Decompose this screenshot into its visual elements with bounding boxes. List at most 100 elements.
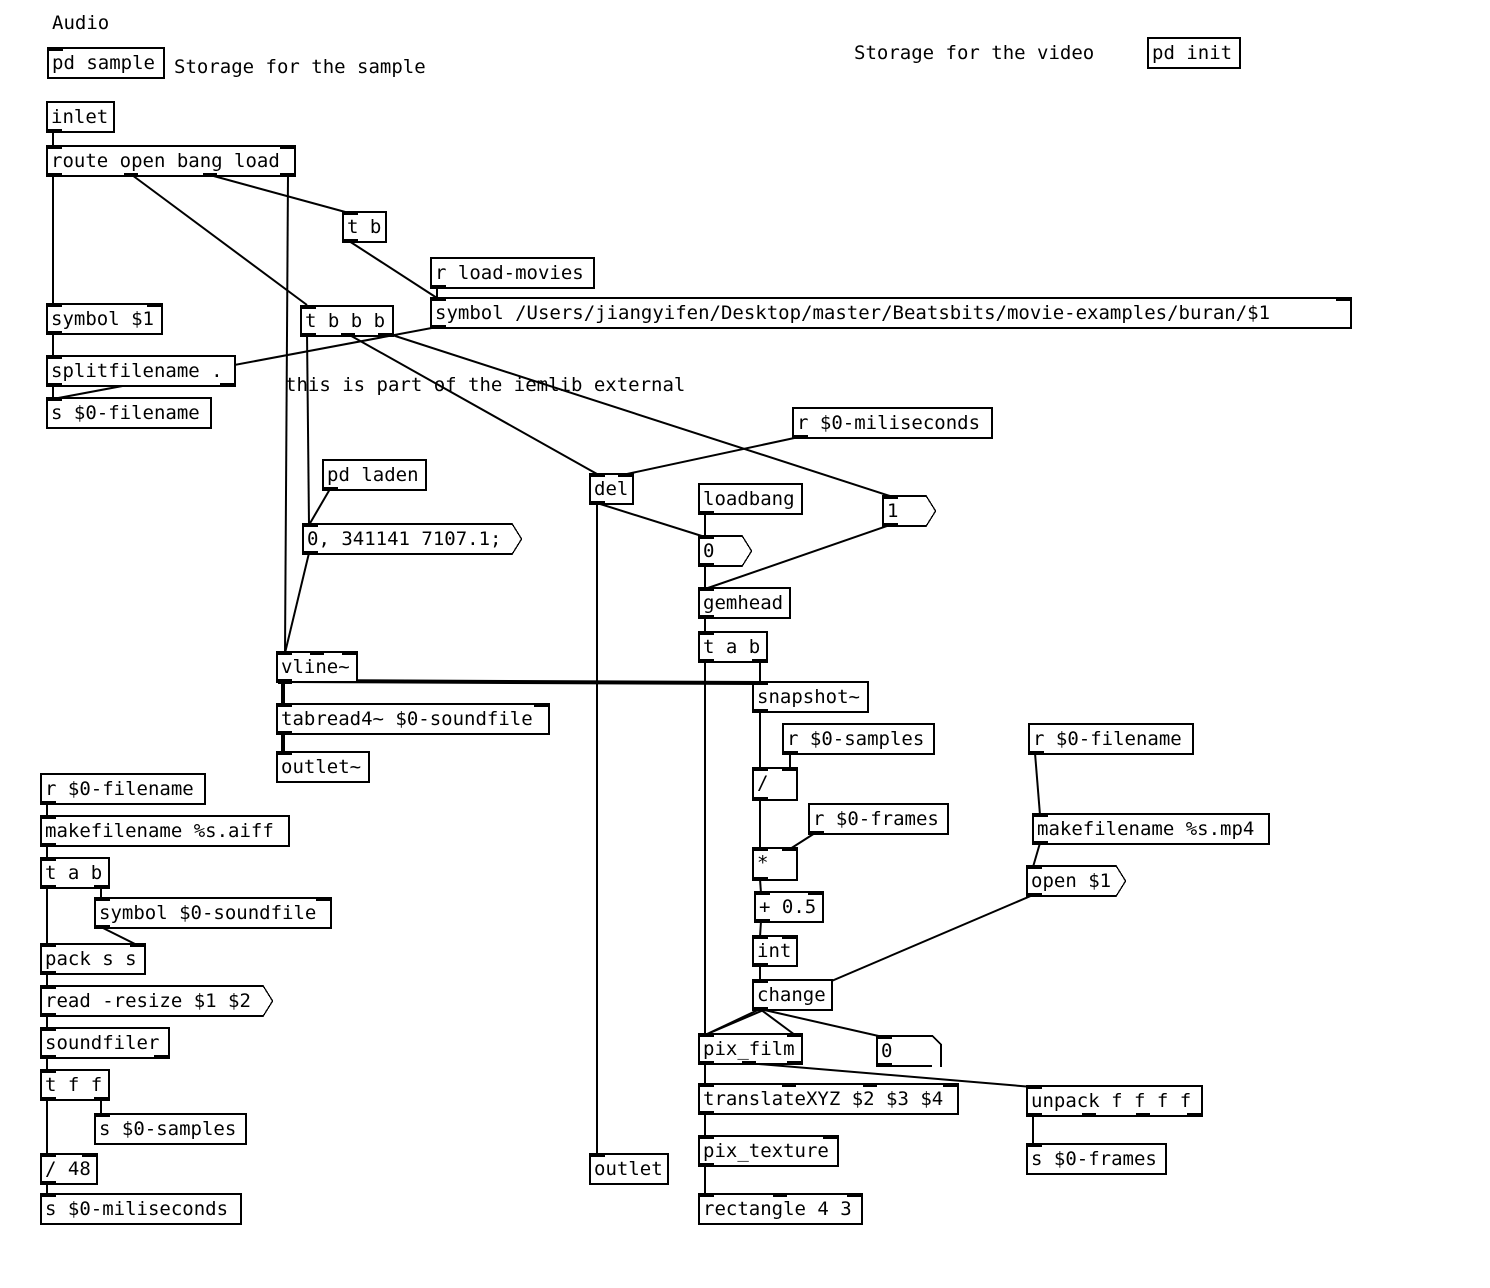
- inlet-port[interactable]: [700, 535, 714, 539]
- outlet-port[interactable]: [344, 239, 358, 243]
- outlet-port[interactable]: [700, 1163, 714, 1167]
- inlet-port[interactable]: [342, 651, 356, 655]
- outlet-port[interactable]: [42, 885, 56, 889]
- outlet-port[interactable]: [280, 173, 294, 177]
- outlet-port[interactable]: [1030, 751, 1044, 755]
- outlet-port[interactable]: [42, 1055, 56, 1059]
- rectangle-object[interactable]: rectangle 4 3: [698, 1193, 863, 1225]
- inlet-port[interactable]: [884, 495, 898, 499]
- inlet-port[interactable]: [1028, 1085, 1042, 1089]
- outlet-port[interactable]: [96, 925, 110, 929]
- inlet-port[interactable]: [1028, 865, 1042, 869]
- inlet-port[interactable]: [787, 1033, 801, 1037]
- inlet-port[interactable]: [96, 897, 110, 901]
- inlet-port[interactable]: [700, 1083, 714, 1087]
- inlet-port[interactable]: [42, 1069, 56, 1073]
- inlet-port[interactable]: [49, 47, 63, 51]
- inlet-port[interactable]: [943, 1083, 957, 1087]
- pd-init-object[interactable]: pd init: [1147, 37, 1241, 69]
- gemhead-object[interactable]: gemhead: [698, 587, 791, 619]
- inlet-port[interactable]: [754, 935, 768, 939]
- outlet-port[interactable]: [700, 615, 714, 619]
- inlet-port[interactable]: [1028, 1143, 1042, 1147]
- outlet-port[interactable]: [810, 831, 824, 835]
- pix-texture-object[interactable]: pix_texture: [698, 1135, 839, 1167]
- r-samples-object[interactable]: r $0-samples: [782, 723, 935, 755]
- inlet-port[interactable]: [432, 297, 446, 301]
- outlet-port[interactable]: [48, 129, 62, 133]
- inlet-port[interactable]: [42, 1193, 56, 1197]
- inlet-port[interactable]: [82, 1153, 96, 1157]
- multiply-object[interactable]: *: [752, 847, 798, 881]
- inlet-port[interactable]: [591, 1153, 605, 1157]
- inlet-port[interactable]: [700, 587, 714, 591]
- outlet-port[interactable]: [1034, 841, 1048, 845]
- inlet-port[interactable]: [48, 355, 62, 359]
- t-b-object[interactable]: t b: [342, 211, 387, 243]
- inlet-port[interactable]: [808, 891, 822, 895]
- t-f-f-object[interactable]: t f f: [40, 1069, 110, 1101]
- outlet-port[interactable]: [94, 1097, 108, 1101]
- inlet-port[interactable]: [48, 145, 62, 149]
- pd-laden-object[interactable]: pd laden: [322, 459, 427, 491]
- outlet-port[interactable]: [742, 1061, 756, 1065]
- inlet-port[interactable]: [700, 1033, 714, 1037]
- outlet-port[interactable]: [48, 173, 62, 177]
- outlet-port[interactable]: [324, 487, 338, 491]
- s-miliseconds-object[interactable]: s $0-miliseconds: [40, 1193, 242, 1225]
- symbol-1-object[interactable]: symbol $1: [46, 303, 163, 335]
- number-box[interactable]: 0: [876, 1035, 942, 1067]
- inlet-port[interactable]: [147, 303, 161, 307]
- outlet-port[interactable]: [1187, 1113, 1201, 1117]
- t-a-b-gem-object[interactable]: t a b: [698, 631, 768, 663]
- symbol-path-object[interactable]: symbol /Users/jiangyifen/Desktop/master/…: [430, 297, 1352, 329]
- inlet-port[interactable]: [310, 651, 324, 655]
- pack-object[interactable]: pack s s: [40, 943, 146, 975]
- r-filename-audio-object[interactable]: r $0-filename: [40, 773, 206, 805]
- divide-object[interactable]: /: [752, 767, 798, 801]
- outlet-port[interactable]: [787, 1061, 801, 1065]
- translate-object[interactable]: translateXYZ $2 $3 $4: [698, 1083, 959, 1115]
- inlet-port[interactable]: [130, 943, 144, 947]
- symbol-soundfile-object[interactable]: symbol $0-soundfile: [94, 897, 332, 929]
- r-load-movies-object[interactable]: r load-movies: [430, 257, 595, 289]
- message-1[interactable]: 1: [882, 495, 936, 527]
- outlet-port[interactable]: [378, 333, 392, 337]
- outlet-port[interactable]: [302, 333, 316, 337]
- outlet-port[interactable]: [42, 971, 56, 975]
- outlet-port[interactable]: [220, 383, 234, 387]
- r-filename-video-object[interactable]: r $0-filename: [1028, 723, 1194, 755]
- outlet-port[interactable]: [304, 551, 318, 555]
- inlet-port[interactable]: [42, 1027, 56, 1031]
- outlet-port[interactable]: [700, 563, 714, 567]
- inlet-port[interactable]: [42, 943, 56, 947]
- inlet-port[interactable]: [700, 631, 714, 635]
- inlet-port[interactable]: [1336, 297, 1350, 301]
- inlet-port[interactable]: [773, 1193, 787, 1197]
- inlet-port[interactable]: [618, 473, 632, 477]
- inlet-port[interactable]: [1034, 813, 1048, 817]
- outlet-port[interactable]: [1028, 893, 1042, 897]
- inlet-port[interactable]: [823, 1135, 837, 1139]
- outlet-object[interactable]: outlet: [589, 1153, 669, 1185]
- outlet-port[interactable]: [42, 843, 56, 847]
- unpack-object[interactable]: unpack f f f f: [1026, 1085, 1203, 1117]
- outlet-port[interactable]: [48, 331, 62, 335]
- inlet-port[interactable]: [782, 1083, 796, 1087]
- outlet-port[interactable]: [203, 173, 217, 177]
- inlet-port[interactable]: [782, 767, 796, 771]
- outlet-port[interactable]: [754, 1007, 768, 1011]
- outlet-port[interactable]: [700, 511, 714, 515]
- outlet-port[interactable]: [752, 659, 766, 663]
- tabread4-object[interactable]: tabread4~ $0-soundfile: [276, 703, 550, 735]
- inlet-port[interactable]: [782, 935, 796, 939]
- inlet-port[interactable]: [280, 145, 294, 149]
- outlet-port[interactable]: [700, 1111, 714, 1115]
- outlet-port[interactable]: [278, 731, 292, 735]
- change-object[interactable]: change: [752, 979, 833, 1011]
- inlet-port[interactable]: [278, 703, 292, 707]
- inlet-port[interactable]: [754, 767, 768, 771]
- inlet-port[interactable]: [304, 523, 318, 527]
- del-object[interactable]: del: [589, 473, 634, 505]
- outlet-port[interactable]: [700, 1061, 714, 1065]
